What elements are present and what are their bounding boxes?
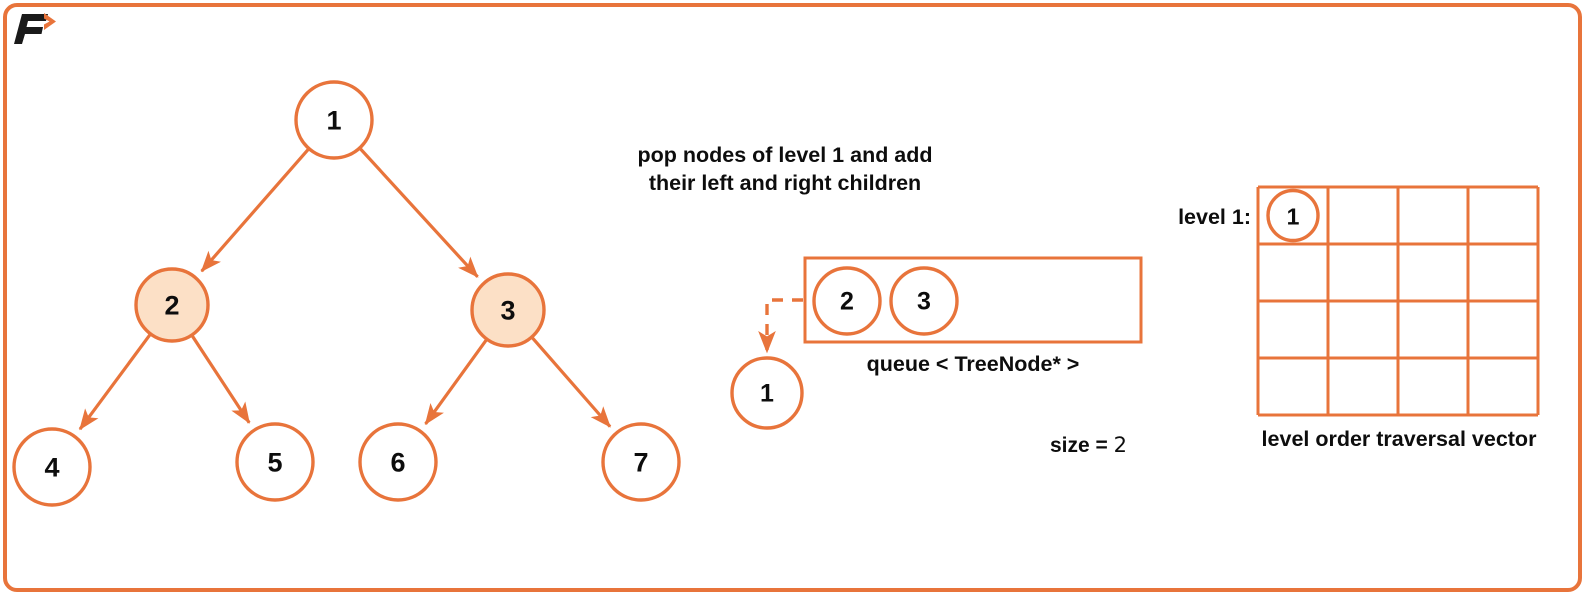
step-description-line1: pop nodes of level 1 and add xyxy=(637,143,933,167)
queue-box xyxy=(803,256,1143,344)
tree-edge-1-2 xyxy=(200,148,310,273)
pop-dashed-arrow xyxy=(758,298,803,354)
queue-caption: queue < TreeNode* > xyxy=(866,352,1080,376)
level-row-label: level 1: xyxy=(1178,205,1251,229)
step-description: pop nodes of level 1 and add their left … xyxy=(637,141,932,197)
step-description-line2: their left and right children xyxy=(648,171,922,195)
tree-edge-3-7 xyxy=(531,336,612,428)
tree-node-label-6: 6 xyxy=(390,447,406,478)
vector-cell-label-0-0: 1 xyxy=(1286,203,1300,229)
size-label: size = xyxy=(1050,434,1114,457)
queue-nodes xyxy=(812,266,959,336)
tree-node-label-4: 4 xyxy=(44,452,60,483)
tree-node-label-5: 5 xyxy=(267,447,283,478)
tree-edge-2-5 xyxy=(190,335,251,424)
tree-edge-1-3 xyxy=(359,147,479,278)
popped-node-label: 1 xyxy=(760,379,774,408)
queue-node-label-2: 2 xyxy=(840,287,854,316)
vector-caption: level order traversal vector xyxy=(1261,427,1537,451)
tree-edge-2-4 xyxy=(78,333,152,431)
tree-node-label-1: 1 xyxy=(326,105,342,136)
tree-edge-3-6 xyxy=(424,339,488,425)
f-arrow-logo xyxy=(14,13,56,44)
tree-nodes xyxy=(12,80,681,507)
queue-size-readout: size = 2 xyxy=(1050,433,1127,458)
tree-node-label-7: 7 xyxy=(633,447,649,478)
tree-node-label-2: 2 xyxy=(164,290,180,321)
tree-node-label-3: 3 xyxy=(500,295,516,326)
level-order-vector-grid xyxy=(1256,185,1540,417)
tree-edges xyxy=(78,147,612,431)
size-value: 2 xyxy=(1113,433,1128,457)
queue-node-label-3: 3 xyxy=(917,287,931,316)
